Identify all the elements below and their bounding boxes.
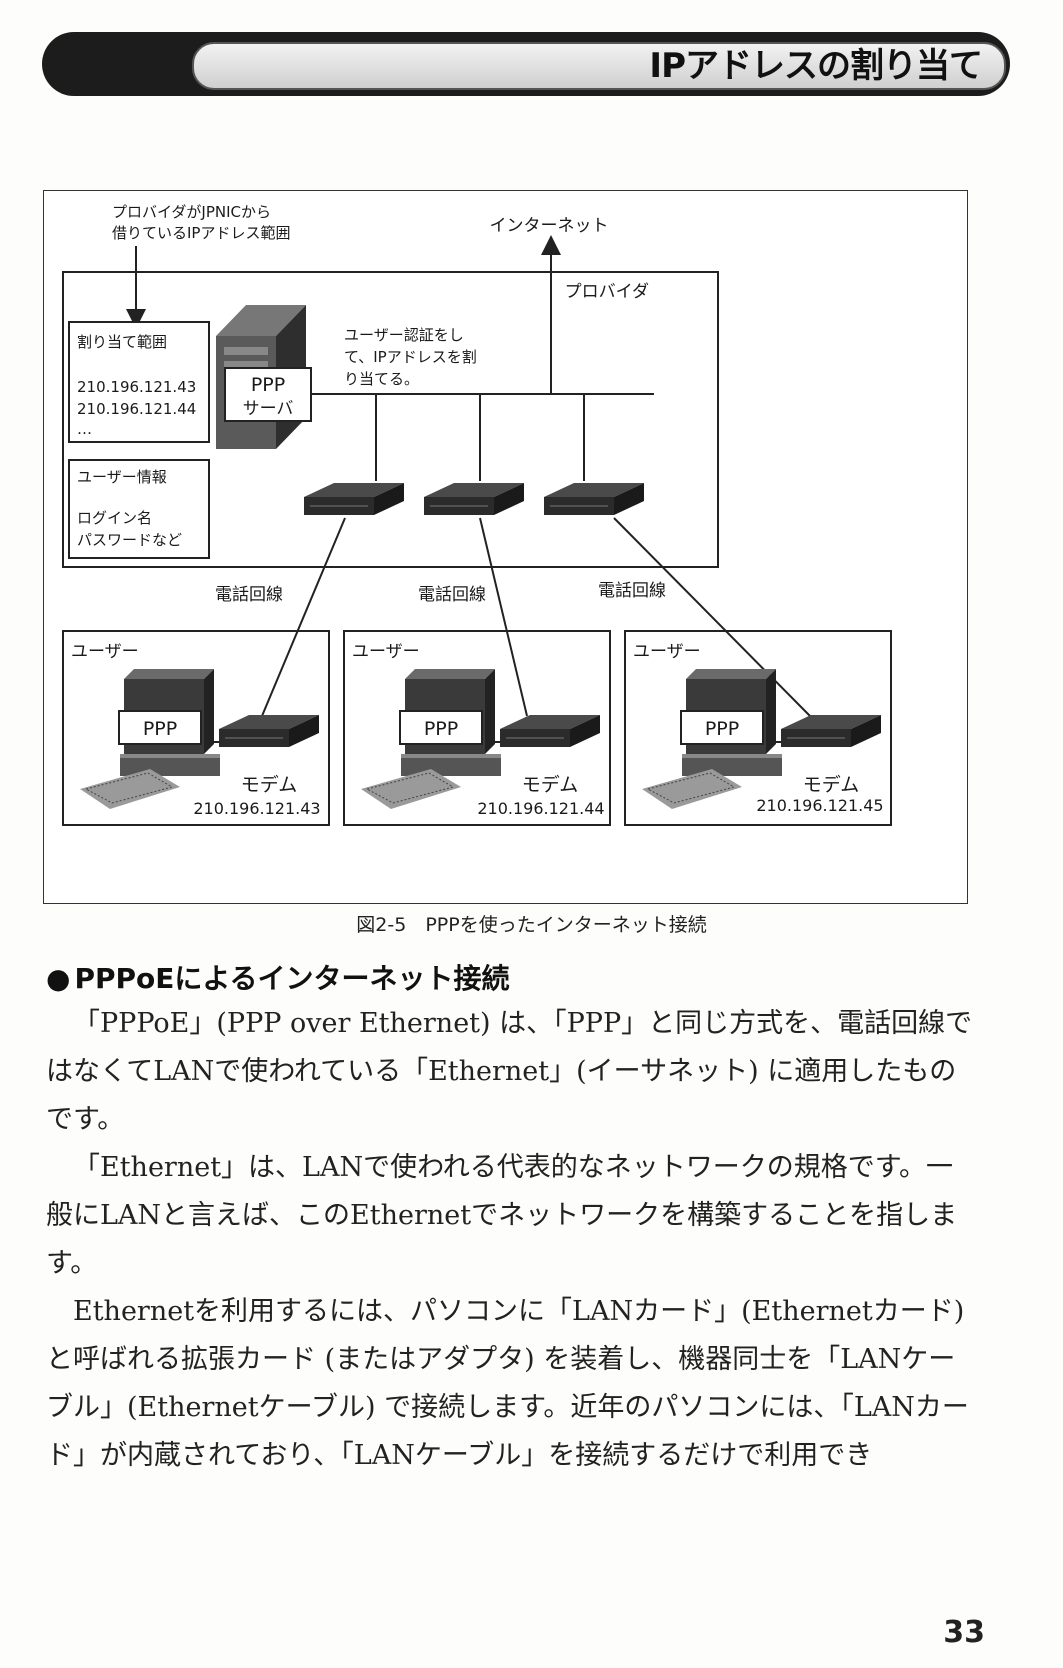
user-title: ユーザー: [633, 642, 701, 662]
chapter-header-bar: IPアドレスの割り当て: [42, 32, 1010, 96]
provider-modem-2: [423, 482, 525, 516]
user-box-3: ユーザー PPP モデム 210.196.121.45: [624, 630, 892, 826]
user-title: ユーザー: [71, 642, 139, 662]
chapter-header-plate: IPアドレスの割り当て: [192, 42, 1006, 90]
user-ip: 210.196.121.45: [756, 796, 883, 815]
provider-box: [62, 271, 719, 568]
provider-modem-3: [543, 482, 645, 516]
paragraph-1: 「PPPoE」(PPP over Ethernet) は、「PPP」と同じ方式を…: [46, 1008, 973, 1135]
user-info-login: ログイン名: [77, 509, 152, 527]
assign-title: 割り当て範囲: [77, 333, 167, 351]
auth-note-line1: ユーザー認証をし: [344, 326, 464, 344]
user-ppp-label: PPP: [705, 718, 739, 740]
provider-label: プロバイダ: [565, 282, 649, 302]
heading-text: PPPoEによるインターネット接続: [74, 962, 510, 995]
user-info-title: ユーザー情報: [77, 468, 167, 486]
assign-ip-1: 210.196.121.43: [77, 378, 196, 396]
paragraph-3: Ethernetを利用するには、パソコンに「LANカード」(Ethernetカー…: [46, 1296, 969, 1471]
provider-modem-1: [303, 482, 405, 516]
auth-note-line3: り当てる。: [344, 370, 419, 388]
jpnic-note-line2: 借りているIPアドレス範囲: [112, 224, 290, 242]
paragraph-2: 「Ethernet」は、LANで使われる代表的なネットワークの規格です。一般にL…: [46, 1152, 958, 1279]
ppp-server-line2: サーバ: [243, 399, 294, 419]
user-modem-icon: [499, 714, 601, 748]
assign-more: …: [77, 420, 92, 438]
phone-line-label-3: 電話回線: [598, 581, 666, 601]
page-number: 33: [943, 1615, 985, 1650]
jpnic-note-line1: プロバイダがJPNICから: [112, 203, 271, 221]
phone-line-3: [613, 517, 811, 717]
user-box-2: ユーザー PPP モデム 210.196.121.44: [343, 630, 611, 826]
phone-line-label-2: 電話回線: [418, 585, 486, 605]
user-info-box: [68, 459, 210, 559]
internet-label: インターネット: [490, 216, 609, 236]
phone-line-2: [479, 517, 528, 717]
user-modem-label: モデム: [241, 774, 298, 796]
body-text: 「PPPoE」(PPP over Ethernet) は、「PPP」と同じ方式を…: [46, 1000, 974, 1480]
assign-range-box: [68, 321, 210, 443]
figure-caption: 図2-5 PPPを使ったインターネット接続: [356, 914, 707, 936]
assign-ip-2: 210.196.121.44: [77, 400, 196, 418]
user-modem-icon: [780, 714, 882, 748]
user-ip: 210.196.121.43: [193, 799, 320, 818]
user-box-1: ユーザー PPP モデム 210.196.121.43: [62, 630, 330, 826]
ppp-diagram-svg: プロバイダ プロバイダがJPNICから 借りているIPアドレス範囲 インターネッ…: [62, 203, 892, 826]
ppp-server-label-box: [224, 367, 312, 422]
user-ip: 210.196.121.44: [477, 799, 604, 818]
ppp-server-line1: PPP: [251, 374, 285, 396]
phone-line-label-1: 電話回線: [215, 585, 283, 605]
heading-bullet: ●: [46, 962, 71, 995]
user-modem-icon: [218, 714, 320, 748]
user-title: ユーザー: [352, 642, 420, 662]
phone-line-1: [261, 517, 346, 717]
user-ppp-label: PPP: [143, 718, 177, 740]
user-ppp-label: PPP: [424, 718, 458, 740]
user-modem-label: モデム: [522, 774, 579, 796]
section-heading: ●PPPoEによるインターネット接続: [46, 957, 510, 997]
chapter-title: IPアドレスの割り当て: [649, 46, 983, 86]
figure-ppp-diagram: プロバイダ プロバイダがJPNICから 借りているIPアドレス範囲 インターネッ…: [43, 190, 968, 904]
user-modem-label: モデム: [803, 774, 860, 796]
auth-note-line2: て、IPアドレスを割: [344, 348, 477, 366]
user-info-password: パスワードなど: [77, 531, 182, 549]
